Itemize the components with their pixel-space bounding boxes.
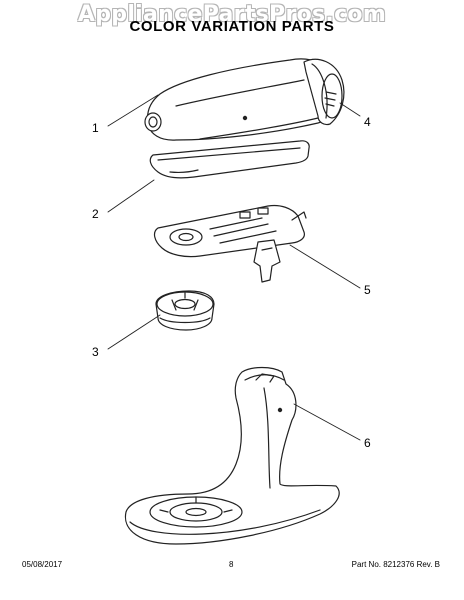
leader-lines [107, 94, 361, 441]
part-motor-head-housing [144, 58, 337, 141]
footer-part-number: Part No. 8212376 Rev. B [351, 560, 440, 569]
callout-3: 3 [92, 345, 99, 359]
footer-date: 05/08/2017 [22, 560, 63, 569]
callout-2: 2 [92, 207, 99, 221]
part-gear-cap [155, 290, 215, 331]
page-title: COLOR VARIATION PARTS [129, 18, 335, 35]
part-belt-stripe [149, 140, 310, 179]
footer-page-number: 8 [229, 560, 234, 569]
callout-5: 5 [364, 283, 371, 297]
part-pedestal [153, 204, 307, 283]
part-base [124, 366, 340, 545]
part-trim-band [303, 58, 345, 126]
callout-6: 6 [364, 436, 371, 450]
callout-1: 1 [92, 121, 99, 135]
watermark: AppliancePartsPros.com [77, 2, 387, 27]
callout-4: 4 [364, 115, 371, 129]
